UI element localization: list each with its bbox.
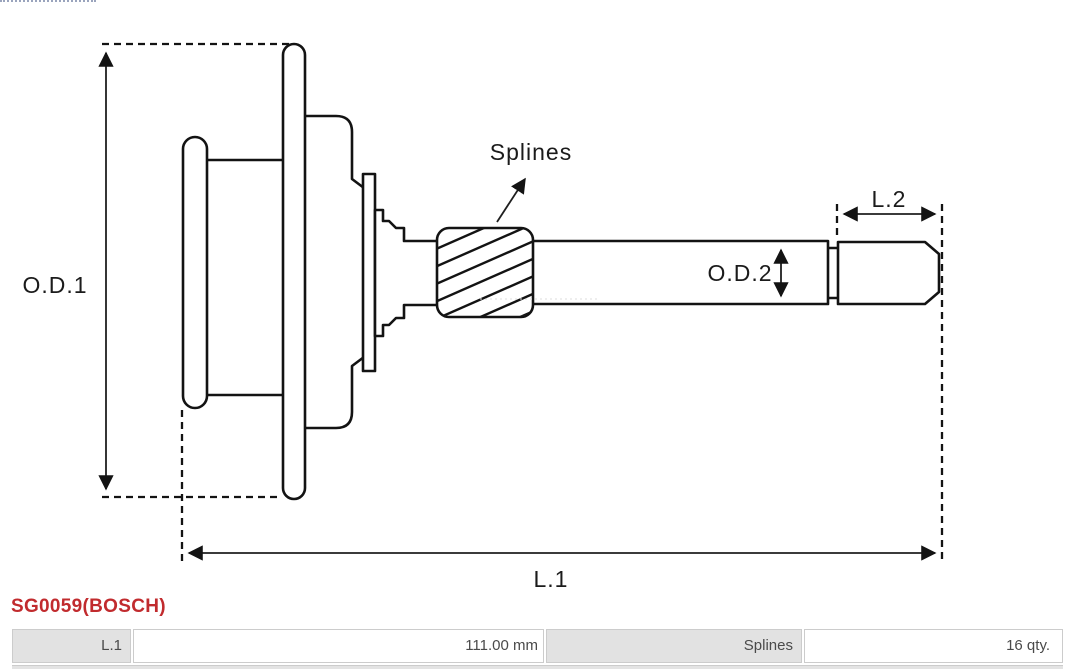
spline-section [435,226,535,319]
part-drawing: O.D.1 Splines O.D.2 L.2 L.1 [22,42,944,592]
od1-label: O.D.1 [22,272,87,298]
small-disc [181,135,209,410]
od2-label: O.D.2 [707,260,772,286]
next-table-row-clipped [12,665,1063,669]
spec-value-l1: 111.00 mm [133,629,544,663]
spec-label-splines: Splines [546,629,802,663]
spec-table: L.1 111.00 mm Splines 16 qty. [12,629,1063,663]
gear-assembly [181,42,941,501]
part-number: SG0059(BOSCH) [11,596,166,617]
splines-callout-arrow [496,177,526,223]
dotted-artifact [0,0,96,2]
l1-label: L.1 [534,566,569,592]
dimension-annotations: O.D.1 Splines O.D.2 L.2 L.1 [22,42,944,592]
spec-label-l1: L.1 [12,629,131,663]
l2-label: L.2 [872,186,907,212]
spec-value-splines: 16 qty. [804,629,1063,663]
spline-hatch-lines [438,229,532,316]
shaft-end [836,240,941,306]
large-disc [281,42,307,501]
retainer-plate [361,172,377,373]
splines-label: Splines [490,139,572,165]
